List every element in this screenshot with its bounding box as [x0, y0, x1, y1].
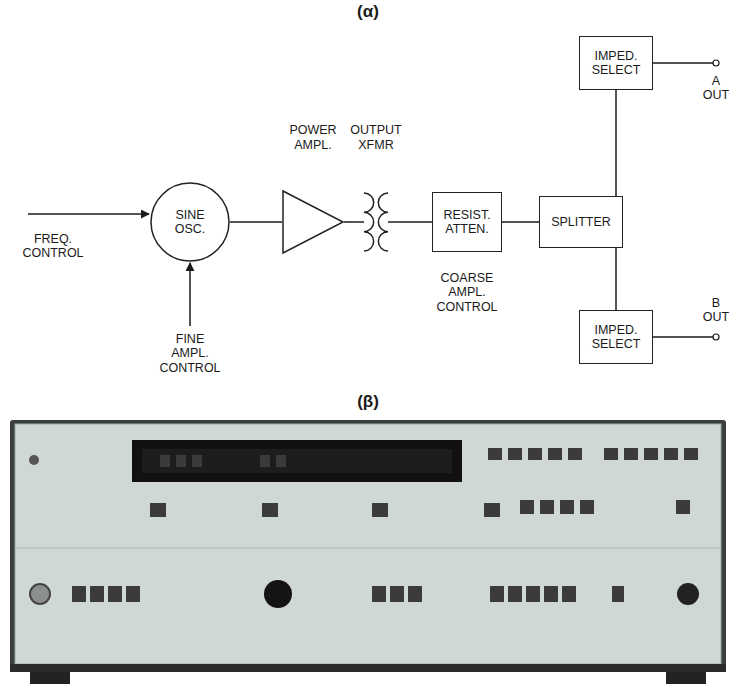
- instrument-foot: [666, 672, 706, 684]
- oscillator-outline: [151, 183, 229, 261]
- output-label: B OUT: [701, 296, 731, 325]
- signal-line: [400, 221, 432, 223]
- impedance-box: IMPED. SELECT: [579, 36, 653, 90]
- text-holder: POWER AMPL.: [282, 123, 344, 152]
- control-arrow: [28, 213, 149, 215]
- instrument-case: [10, 420, 726, 672]
- node-caption: COARSE AMPL. CONTROL: [434, 271, 500, 314]
- display-digit: [260, 455, 270, 467]
- amplifier-triangle-outline: [282, 190, 344, 254]
- output-label: A OUT: [701, 74, 731, 103]
- case-base: [10, 664, 726, 672]
- signal-line: [344, 221, 352, 223]
- display-glass: [142, 449, 452, 473]
- amplifier-outline: [283, 191, 343, 253]
- display-digit: [160, 455, 170, 467]
- splitter-box: SPLITTER: [539, 196, 623, 248]
- node-label: SPLITTER: [545, 215, 617, 229]
- text-holder: SINE OSC.: [164, 208, 216, 237]
- text-holder: OUTPUT XFMR: [345, 123, 407, 152]
- text-holder: SPLITTER: [545, 215, 617, 229]
- figure-label: (β): [0, 392, 736, 412]
- node-label: IMPED. SELECT: [585, 323, 647, 352]
- indicator-lamp: [29, 455, 39, 465]
- output-terminal: [713, 60, 719, 66]
- transformer-symbol-outline: [352, 187, 400, 257]
- front-panel: [15, 424, 721, 664]
- signal-line: [615, 248, 617, 310]
- display-digit: [276, 455, 286, 467]
- display-digit: [176, 455, 186, 467]
- signal-line: [502, 221, 539, 223]
- control-label: FINE AMPL. CONTROL: [157, 332, 223, 375]
- node-label: RESIST. ATTEN.: [438, 208, 496, 237]
- display-window: [132, 440, 462, 482]
- oscillator-circle: SINE OSC.: [150, 182, 230, 262]
- node-label: SINE OSC.: [164, 208, 216, 237]
- output-lead: [653, 62, 713, 64]
- text-holder: IMPED. SELECT: [585, 323, 647, 352]
- control-knob: [264, 580, 292, 608]
- text-holder: (β): [0, 392, 736, 412]
- node-caption: OUTPUT XFMR: [345, 123, 407, 152]
- control-knob: [677, 583, 699, 605]
- signal-line: [615, 90, 617, 196]
- figure-label: (α): [0, 2, 736, 22]
- text-holder: B OUT: [701, 296, 731, 325]
- text-holder: COARSE AMPL. CONTROL: [434, 271, 500, 314]
- display-digit: [192, 455, 202, 467]
- text-holder: (α): [0, 2, 736, 22]
- impedance-box: IMPED. SELECT: [579, 310, 653, 364]
- text-holder: FINE AMPL. CONTROL: [157, 332, 223, 375]
- connector-jack: [30, 584, 50, 604]
- attenuator-box: RESIST. ATTEN.COARSE AMPL. CONTROL: [432, 192, 502, 252]
- amplifier-triangle: POWER AMPL.: [282, 190, 344, 254]
- text-holder: FREQ. CONTROL: [20, 232, 86, 261]
- output-terminal: [713, 334, 719, 340]
- instrument-foot: [30, 672, 70, 684]
- signal-line: [230, 221, 282, 223]
- transformer-symbol: OUTPUT XFMR: [352, 187, 400, 257]
- control-label: FREQ. CONTROL: [20, 232, 86, 261]
- transformer-coils: [352, 193, 400, 251]
- panel-divider: [15, 548, 721, 549]
- node-label: IMPED. SELECT: [585, 49, 647, 78]
- node-caption: POWER AMPL.: [282, 123, 344, 152]
- push-buttons: [72, 448, 698, 602]
- control-arrow: [189, 263, 191, 326]
- instrument-photo: [10, 420, 726, 684]
- output-lead: [653, 336, 713, 338]
- text-holder: A OUT: [701, 74, 731, 103]
- text-holder: IMPED. SELECT: [585, 49, 647, 78]
- text-holder: RESIST. ATTEN.: [438, 208, 496, 237]
